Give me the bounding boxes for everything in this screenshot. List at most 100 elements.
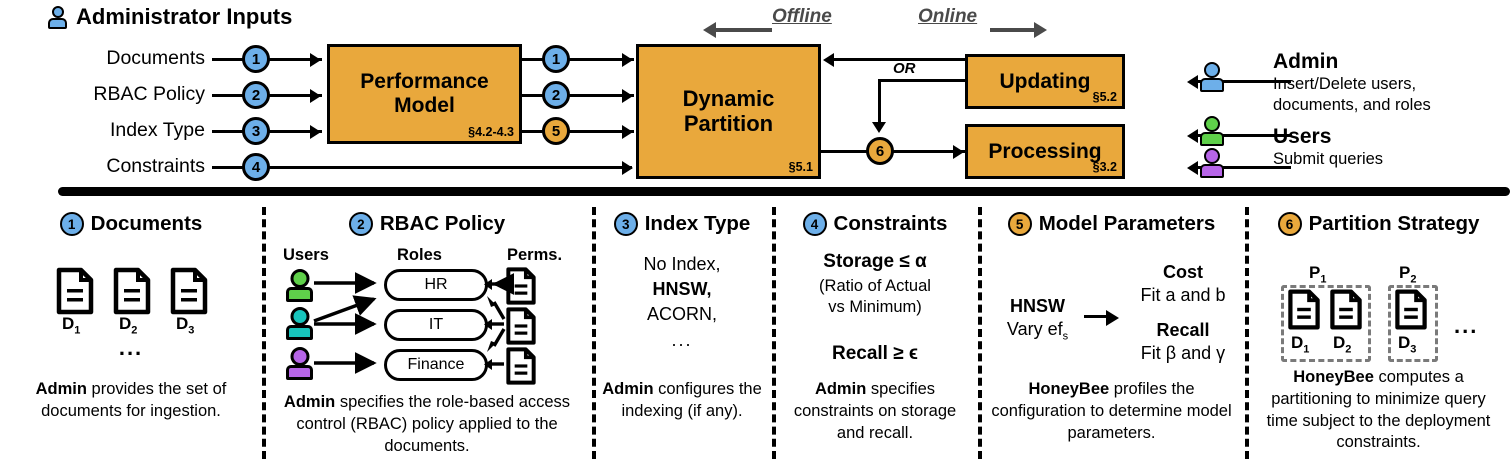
admin-actor-desc-1: Insert/Delete users, [1273, 75, 1417, 93]
constraint-storage-note-1: (Ratio of Actual [819, 277, 931, 295]
panel-constraints-title: Constraints [833, 212, 948, 235]
input-badge-4: 4 [242, 153, 270, 181]
panel-constraints-desc-bold: Admin [814, 380, 867, 398]
panel-model-desc-bold: HoneyBee [1028, 380, 1110, 398]
rbac-col-users: Users [283, 246, 329, 264]
panel-divider-3 [772, 207, 776, 459]
processing-label: Processing [988, 139, 1102, 163]
panel-model-parameters: 5 Model Parameters HNSW Vary efs Cost Fi… [978, 207, 1245, 459]
panel-documents-desc-text: provides the set of documents for ingest… [41, 380, 227, 420]
admin-arrow-line [1198, 80, 1291, 83]
panel-model-desc: HoneyBee profiles the configuration to d… [978, 379, 1245, 444]
model-arrow-line [1084, 315, 1109, 318]
input-badge-1: 1 [242, 45, 270, 73]
panel-documents-desc-bold: Admin [35, 380, 87, 398]
feedback-line-top [834, 58, 965, 61]
panel-index-badge: 3 [613, 212, 638, 236]
users-actor-desc-1: Submit queries [1273, 150, 1384, 168]
rbac-role-finance: Finance [384, 349, 488, 381]
index-type-list: No Index, HNSW, ACORN, ... [592, 252, 772, 353]
document-icon [170, 267, 208, 315]
model-vary-label: Vary efs [1006, 318, 1069, 343]
panel-constraints-desc: Admin specifies constraints on storage a… [772, 379, 978, 444]
panel-index-desc-text: configures the indexing (if any). [621, 380, 762, 420]
model-recall-block: Recall Fit β and γ [1128, 319, 1238, 366]
panel-constraints: 4 Constraints Storage ≤ α (Ratio of Actu… [772, 207, 978, 459]
offline-label: Offline [772, 6, 832, 27]
input-arrow-4 [622, 160, 633, 175]
user-purple-arrow-head [1187, 160, 1198, 175]
constraint-storage-note-2: vs Minimum) [828, 298, 922, 316]
offline-arrow-head [703, 22, 716, 38]
partition-doc-label-2: D2 [1333, 333, 1352, 356]
index-option-no-index: No Index, [643, 254, 721, 274]
model-recall-title: Recall [1156, 320, 1210, 340]
model-cost-title: Cost [1163, 262, 1203, 282]
input-arrow-1 [310, 52, 321, 67]
mid-badge-5: 5 [542, 117, 570, 145]
panel-documents: 1 Documents D1 D2 D3 ... Admin provides … [0, 207, 262, 459]
panel-rbac-badge: 2 [348, 212, 373, 236]
partition-doc-label-3: D3 [1398, 333, 1417, 356]
mid-line-2 [519, 94, 634, 97]
panel-index-desc: Admin configures the indexing (if any). [592, 379, 772, 423]
panel-index-header: 3 Index Type [592, 212, 772, 236]
panel-documents-title: Documents [90, 212, 203, 235]
user-green-person-icon [1200, 116, 1224, 146]
panel-model-badge: 5 [1007, 212, 1032, 236]
doc-label-3: D3 [176, 314, 195, 337]
panel-rbac-desc: Admin specifies the role-based access co… [262, 392, 592, 457]
rbac-user-green-icon [286, 269, 313, 302]
rbac-role-hr: HR [384, 269, 488, 301]
page-title: Administrator Inputs [76, 4, 293, 29]
performance-model-line2: Model [394, 94, 455, 117]
panel-index-type: 3 Index Type No Index, HNSW, ACORN, ... … [592, 207, 772, 459]
or-branch-hline [878, 79, 965, 82]
partition-doc-label-1: D1 [1291, 333, 1310, 356]
rbac-user-purple-icon [286, 347, 313, 380]
user-green-arrow-line [1198, 134, 1291, 137]
input-arrow-2 [310, 88, 321, 103]
online-arrow-line [990, 28, 1034, 32]
panel-documents-header: 1 Documents [0, 212, 262, 236]
or-branch-arrow [872, 122, 886, 133]
model-cost-body: Fit a and b [1140, 285, 1226, 306]
document-icon [1288, 289, 1320, 330]
document-icon [56, 267, 94, 315]
permission-document-icon [506, 307, 536, 345]
person-icon [48, 5, 67, 29]
panel-divider-5 [1245, 207, 1249, 459]
updating-box: Updating §5.2 [965, 54, 1125, 109]
panel-rbac-policy: 2 RBAC Policy Users Roles Perms. HR IT F… [262, 207, 592, 459]
performance-model-section: §4.2-4.3 [468, 125, 514, 139]
performance-model-line1: Performance [360, 70, 489, 94]
partition-label-1: P1 [1309, 263, 1327, 286]
online-label: Online [918, 6, 978, 27]
mid-arrow-1 [622, 52, 633, 67]
feedback-arrow-top [823, 52, 834, 67]
panel-documents-badge: 1 [59, 212, 84, 236]
partition-to-processing-arrow [953, 144, 964, 159]
panel-partition-desc-bold: HoneyBee [1293, 368, 1374, 386]
input-line-4 [212, 166, 632, 169]
model-hnsw-label: HNSW [1010, 296, 1065, 316]
document-icon [1330, 289, 1362, 330]
mid-line-1 [519, 58, 634, 61]
permission-document-icon [506, 347, 536, 385]
panel-rbac-desc-text: specifies the role-based access control … [296, 393, 571, 455]
panel-model-title: Model Parameters [1038, 212, 1216, 235]
user-green-arrow-head [1187, 128, 1198, 143]
updating-section: §5.2 [1092, 90, 1117, 104]
partition-label-2: P2 [1399, 263, 1417, 286]
panel-constraints-header: 4 Constraints [772, 212, 978, 236]
model-left-block: HNSW Vary efs [990, 295, 1085, 344]
mid-arrow-5 [622, 124, 633, 139]
user-purple-arrow-line [1198, 166, 1291, 169]
input-label-index-type: Index Type [109, 119, 205, 141]
model-recall-body: Fit β and γ [1140, 343, 1226, 364]
partition-box-1 [1281, 285, 1371, 362]
performance-model-box: Performance Model §4.2-4.3 [327, 44, 522, 144]
panel-divider-4 [978, 207, 982, 459]
panel-constraints-badge: 4 [802, 212, 827, 236]
section-divider [58, 187, 1510, 196]
